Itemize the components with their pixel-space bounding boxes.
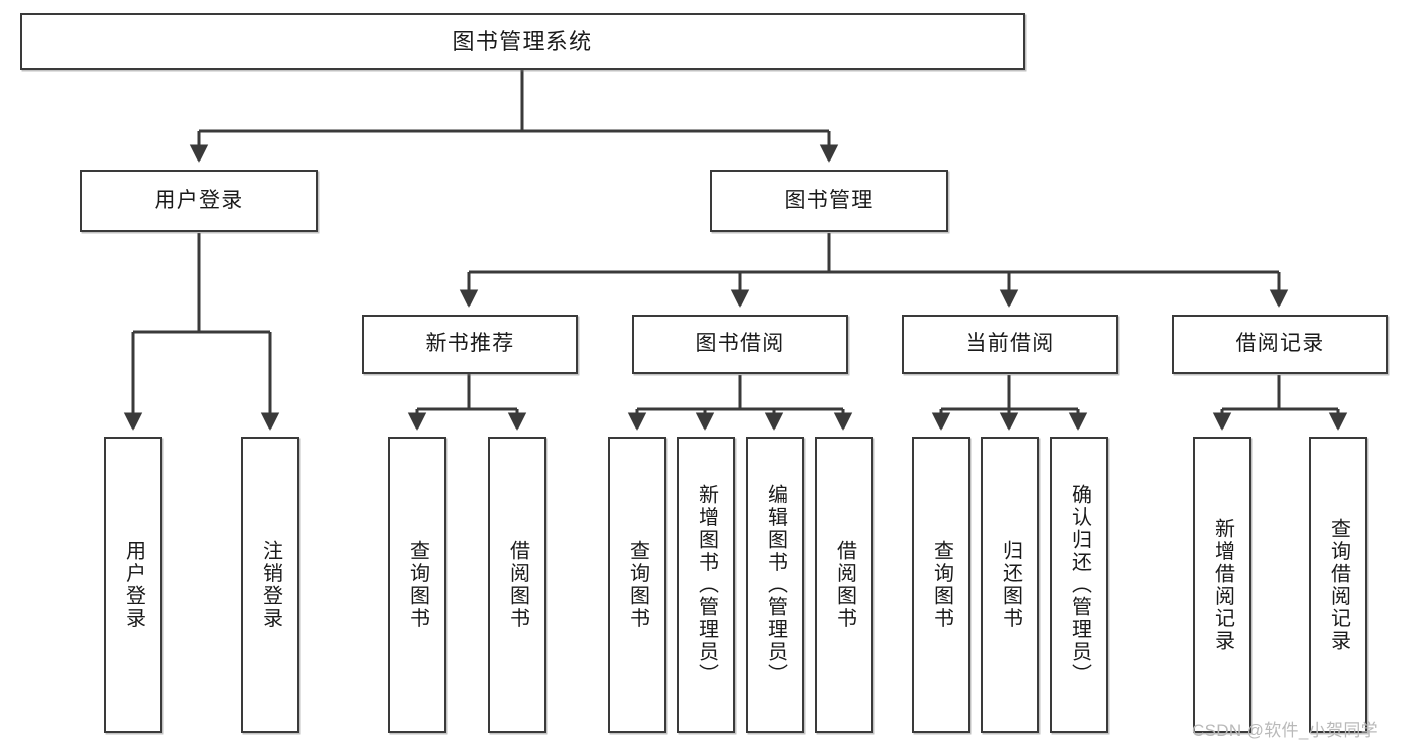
node-label: 查询图书 xyxy=(930,540,953,630)
node-label: 注销登录 xyxy=(259,540,282,630)
node-label: 借阅记录 xyxy=(1235,332,1325,356)
node-leaf-borrow-book-1[interactable]: 借阅图书 xyxy=(488,437,546,733)
node-label: 编辑图书（管理员） xyxy=(764,484,787,686)
node-current-borrow[interactable]: 当前借阅 xyxy=(902,315,1118,374)
node-label: 查询图书 xyxy=(406,540,429,630)
node-book-manage[interactable]: 图书管理 xyxy=(710,170,948,232)
node-label: 新增借阅记录 xyxy=(1211,517,1234,653)
node-new-book-recommend[interactable]: 新书推荐 xyxy=(362,315,578,374)
node-label: 确认归还（管理员） xyxy=(1068,484,1091,686)
node-leaf-query-book-2[interactable]: 查询图书 xyxy=(608,437,666,733)
csdn-watermark: CSDN @软件_小贺同学 xyxy=(1192,721,1379,740)
node-book-borrow[interactable]: 图书借阅 xyxy=(632,315,848,374)
node-leaf-logout[interactable]: 注销登录 xyxy=(241,437,299,733)
node-label: 图书管理 xyxy=(784,188,874,212)
node-label: 新增图书（管理员） xyxy=(695,484,718,686)
node-borrow-record[interactable]: 借阅记录 xyxy=(1172,315,1388,374)
node-leaf-query-record[interactable]: 查询借阅记录 xyxy=(1309,437,1367,733)
node-user-login[interactable]: 用户登录 xyxy=(80,170,318,232)
node-leaf-query-book-1[interactable]: 查询图书 xyxy=(388,437,446,733)
node-label: 借阅图书 xyxy=(833,540,856,630)
node-label: 借阅图书 xyxy=(506,540,529,630)
node-leaf-confirm-return[interactable]: 确认归还（管理员） xyxy=(1050,437,1108,733)
node-leaf-query-book-3[interactable]: 查询图书 xyxy=(912,437,970,733)
node-label: 图书借阅 xyxy=(695,332,785,356)
node-book-management-system[interactable]: 图书管理系统 xyxy=(20,13,1025,70)
node-leaf-borrow-book-2[interactable]: 借阅图书 xyxy=(815,437,873,733)
node-label: 查询图书 xyxy=(626,540,649,630)
node-label: 用户登录 xyxy=(154,188,244,212)
node-leaf-add-book[interactable]: 新增图书（管理员） xyxy=(677,437,735,733)
node-label: 当前借阅 xyxy=(965,332,1055,356)
node-leaf-edit-book[interactable]: 编辑图书（管理员） xyxy=(746,437,804,733)
node-label: 用户登录 xyxy=(122,540,145,630)
node-leaf-return-book[interactable]: 归还图书 xyxy=(981,437,1039,733)
node-label: 图书管理系统 xyxy=(452,28,593,54)
node-label: 新书推荐 xyxy=(425,332,515,356)
node-label: 查询借阅记录 xyxy=(1327,517,1350,653)
node-leaf-add-record[interactable]: 新增借阅记录 xyxy=(1193,437,1251,733)
node-leaf-user-login[interactable]: 用户登录 xyxy=(104,437,162,733)
node-label: 归还图书 xyxy=(999,540,1022,630)
